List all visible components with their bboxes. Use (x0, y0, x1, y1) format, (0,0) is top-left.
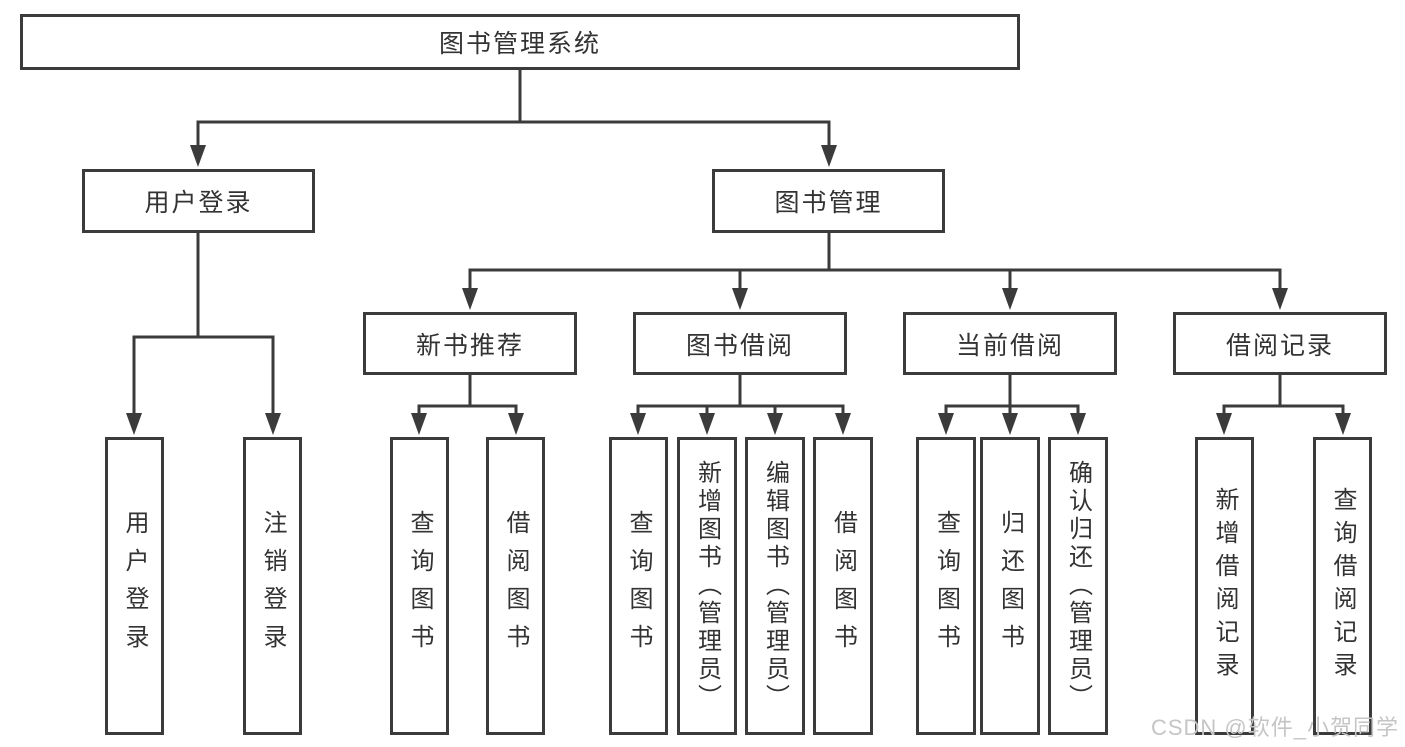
node-leaf-br-query-record-label: 查询借阅记录 (1329, 487, 1356, 685)
node-leaf-br-add-record-label: 新增借阅记录 (1211, 487, 1238, 685)
node-leaf-cb-query-books-label: 查询图书 (932, 510, 960, 662)
arrowhead (1070, 413, 1086, 435)
arrowhead (1002, 288, 1018, 310)
arrowhead (1335, 413, 1351, 435)
node-leaf-bb-query-books-label: 查询图书 (625, 510, 652, 662)
node-leaf-nbr-query-books: 查询图书 (390, 437, 449, 735)
node-leaf-br-query-record: 查询借阅记录 (1313, 437, 1372, 735)
arrowhead (1272, 288, 1288, 310)
connector-borrow-record-children (1222, 375, 1345, 415)
node-leaf-bb-edit-books-admin-label: 编辑图书（管理员） (761, 460, 789, 712)
node-leaf-br-add-record: 新增借阅记录 (1195, 437, 1254, 735)
node-leaf-nbr-borrow-books-label: 借阅图书 (502, 510, 529, 662)
node-book-mgmt: 图书管理 (712, 169, 945, 233)
arrowhead (699, 413, 715, 435)
connector-user-login-children (132, 233, 275, 415)
node-leaf-bb-edit-books-admin: 编辑图书（管理员） (745, 437, 805, 735)
arrowhead (462, 288, 478, 310)
arrowhead (835, 413, 851, 435)
node-leaf-bb-borrow-books: 借阅图书 (813, 437, 873, 735)
node-new-book-recommend: 新书推荐 (363, 312, 577, 375)
node-user-login-label: 用户登录 (144, 189, 253, 217)
arrowhead (732, 288, 748, 310)
node-leaf-cb-confirm-return-admin: 确认归还（管理员） (1048, 437, 1108, 735)
node-root: 图书管理系统 (20, 14, 1020, 70)
node-leaf-cb-query-books: 查询图书 (916, 437, 976, 735)
node-leaf-nbr-borrow-books: 借阅图书 (486, 437, 545, 735)
connector-book-mgmt-groups (468, 233, 1282, 290)
arrowhead (411, 413, 427, 435)
node-leaf-cb-return-books-label: 归还图书 (996, 510, 1024, 662)
node-current-borrow-label: 当前借阅 (955, 331, 1064, 360)
node-current-borrow: 当前借阅 (903, 312, 1117, 375)
node-leaf-cb-return-books: 归还图书 (980, 437, 1040, 735)
node-leaf-cb-confirm-return-admin-label: 确认归还（管理员） (1064, 460, 1092, 712)
arrowhead (126, 413, 142, 435)
arrowhead (265, 413, 281, 435)
node-leaf-logout: 注销登录 (243, 437, 302, 735)
connector-current-borrow-children (944, 375, 1080, 415)
node-book-mgmt-label: 图书管理 (774, 189, 883, 217)
node-leaf-bb-add-books-admin: 新增图书（管理员） (677, 437, 737, 735)
arrowheads (126, 145, 1351, 435)
node-book-borrow-label: 图书借阅 (685, 331, 794, 360)
node-user-login: 用户登录 (82, 169, 315, 233)
node-leaf-logout-label: 注销登录 (259, 510, 286, 662)
node-new-book-recommend-label: 新书推荐 (415, 331, 524, 360)
arrowhead (1216, 413, 1232, 435)
arrowhead (821, 145, 837, 167)
arrowhead (938, 413, 954, 435)
arrowhead (1002, 413, 1018, 435)
node-book-borrow: 图书借阅 (633, 312, 847, 375)
node-root-label: 图书管理系统 (438, 30, 601, 58)
node-leaf-user-login-label: 用户登录 (121, 510, 148, 662)
node-borrow-record: 借阅记录 (1173, 312, 1387, 375)
arrowhead (508, 413, 524, 435)
arrowhead (767, 413, 783, 435)
node-borrow-record-label: 借阅记录 (1225, 331, 1334, 360)
node-leaf-bb-add-books-admin-label: 新增图书（管理员） (693, 460, 721, 712)
node-leaf-nbr-query-books-label: 查询图书 (406, 510, 433, 662)
node-leaf-user-login: 用户登录 (105, 437, 164, 735)
node-leaf-bb-borrow-books-label: 借阅图书 (829, 510, 857, 662)
connector-new-book-children (417, 375, 518, 415)
watermark-text: CSDN @软件_小贺同学 (1150, 715, 1399, 740)
node-leaf-bb-query-books: 查询图书 (609, 437, 668, 735)
connector-root-to-level2 (196, 70, 831, 149)
connector-book-borrow-children (636, 375, 845, 415)
arrowhead (630, 413, 646, 435)
arrowhead (190, 145, 206, 167)
